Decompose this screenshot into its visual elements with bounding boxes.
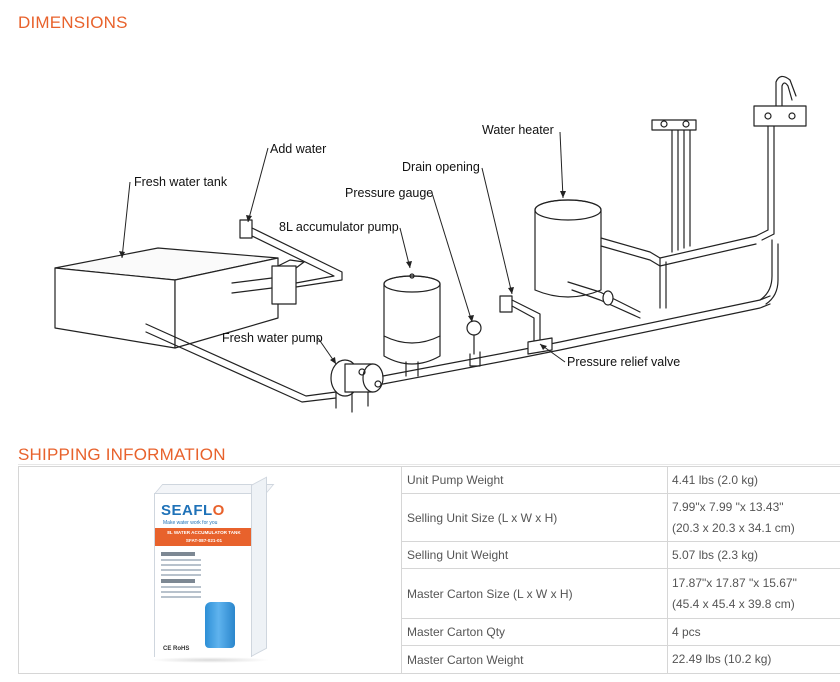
table-row: Master Carton Size (L x W x H) 17.87"x 1… bbox=[19, 568, 840, 619]
row-value: 5.07 lbs (2.3 kg) bbox=[667, 541, 840, 569]
table-row: Master Carton Weight 22.49 lbs (10.2 kg) bbox=[19, 645, 840, 674]
product-tagline: Make water work for you bbox=[163, 520, 218, 526]
row-label: Master Carton Weight bbox=[401, 645, 668, 674]
shipping-heading: SHIPPING INFORMATION bbox=[18, 445, 226, 464]
row-value: 7.99"x 7.99 "x 13.43" (20.3 x 20.3 x 34.… bbox=[667, 493, 840, 542]
row-value: 17.87"x 17.87 "x 15.67" (45.4 x 45.4 x 3… bbox=[667, 568, 840, 619]
table-row: Selling Unit Weight 5.07 lbs (2.3 kg) bbox=[19, 541, 840, 569]
product-name-band: 8L WATER ACCUMULATOR TANK SFAT-087-021-0… bbox=[155, 528, 251, 546]
plumbing-diagram: Fresh water tank Add water 8L accumulato… bbox=[54, 75, 807, 413]
row-label: Unit Pump Weight bbox=[401, 466, 668, 494]
row-value: 4 pcs bbox=[667, 618, 840, 646]
label-accumulator-pump: 8L accumulator pump bbox=[279, 220, 399, 234]
table-row: Selling Unit Size (L x W x H) 7.99"x 7.9… bbox=[19, 493, 840, 542]
spec-heading bbox=[161, 552, 195, 556]
feed-pipe bbox=[145, 323, 337, 403]
row-value: 4.41 lbs (2.0 kg) bbox=[667, 466, 840, 494]
product-brand: SEAFLO bbox=[161, 502, 225, 519]
shipping-table: SEAFLO Make water work for you 8L WATER … bbox=[18, 466, 840, 674]
row-label: Selling Unit Weight bbox=[401, 541, 668, 569]
dimensions-heading: DIMENSIONS bbox=[18, 13, 128, 32]
label-fresh-water-tank: Fresh water tank bbox=[134, 175, 228, 189]
label-pressure-relief-valve: Pressure relief valve bbox=[567, 355, 680, 369]
heading-divider bbox=[18, 464, 840, 465]
row-label: Master Carton Size (L x W x H) bbox=[401, 568, 668, 619]
accumulator-tank-drawing bbox=[383, 273, 441, 377]
product-image-cell: SEAFLO Make water work for you 8L WATER … bbox=[18, 466, 402, 674]
add-water-inlet bbox=[231, 219, 343, 305]
label-pressure-gauge: Pressure gauge bbox=[345, 186, 433, 200]
pressure-gauge-drawing bbox=[466, 320, 482, 367]
water-heater-drawing bbox=[534, 199, 757, 319]
hot-water-risers bbox=[651, 75, 807, 309]
label-fresh-water-pump: Fresh water pump bbox=[222, 331, 323, 345]
row-label: Master Carton Qty bbox=[401, 618, 668, 646]
label-water-heater: Water heater bbox=[482, 123, 554, 137]
table-row: Master Carton Qty 4 pcs bbox=[19, 618, 840, 646]
main-supply-line bbox=[382, 295, 771, 385]
tank-illustration bbox=[205, 602, 235, 648]
row-label: Selling Unit Size (L x W x H) bbox=[401, 493, 668, 542]
label-add-water: Add water bbox=[270, 142, 326, 156]
product-box-image: SEAFLO Make water work for you 8L WATER … bbox=[150, 475, 275, 665]
table-row: SEAFLO Make water work for you 8L WATER … bbox=[18, 466, 840, 674]
features-heading bbox=[161, 579, 195, 583]
certification-marks: CE RoHS bbox=[163, 646, 190, 652]
drain-opening-drawing bbox=[499, 295, 553, 355]
fresh-water-pump bbox=[330, 359, 384, 413]
label-drain-opening: Drain opening bbox=[402, 160, 480, 174]
row-value: 22.49 lbs (10.2 kg) bbox=[667, 645, 840, 674]
